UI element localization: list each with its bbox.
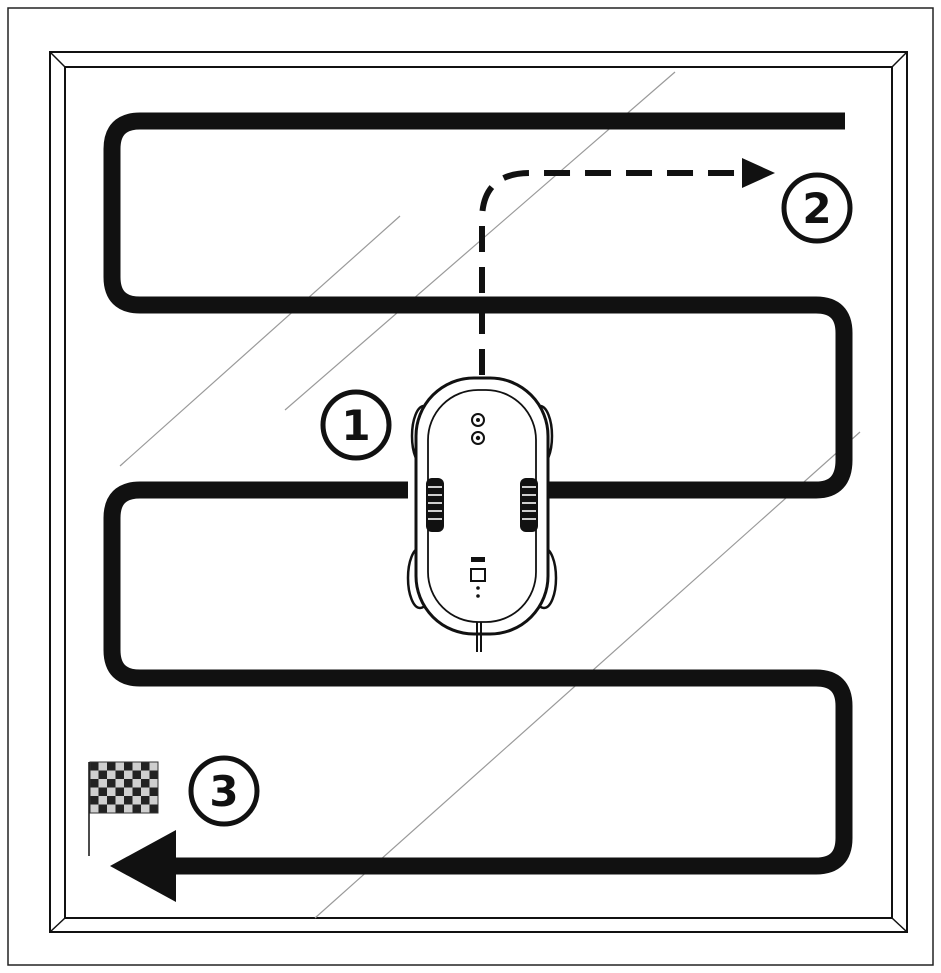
dashed-arrow-head-icon <box>742 158 775 188</box>
window-cleaning-robot-icon <box>406 376 558 652</box>
checkered-flag-icon <box>88 761 159 856</box>
step-2-label: 2 <box>802 184 831 233</box>
step-2-marker: 2 <box>781 172 853 244</box>
step-1-label: 1 <box>341 401 370 450</box>
step-3-label: 3 <box>209 767 238 816</box>
dashed-route-to-step-2 <box>479 158 775 375</box>
window-frame <box>49 51 908 933</box>
step-3-marker: 3 <box>188 755 260 827</box>
end-arrow-head-icon <box>110 830 176 902</box>
step-1-marker: 1 <box>320 389 392 461</box>
